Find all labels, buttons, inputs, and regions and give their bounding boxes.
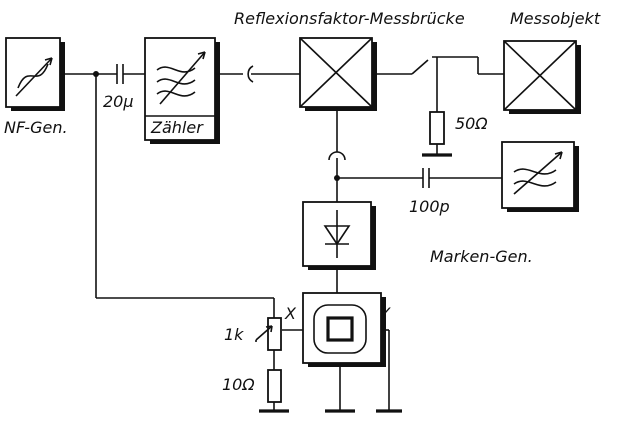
detector-block [302,201,376,270]
cap-100p-label: 100p [409,197,450,216]
counter-label: Zähler [150,118,204,137]
marker-gen-label: Marken-Gen. [430,247,533,266]
res-10-label: 10Ω [222,375,255,394]
nf-generator-block [5,37,65,111]
resistor-50ohm [429,111,445,145]
pot-1k-label: 1k [224,325,244,344]
coax-connector [247,65,254,83]
switch-blade [411,59,429,75]
marker-generator-block [501,141,579,212]
wiring [60,56,504,413]
cap-20u-label: 20µ [103,92,134,111]
oscilloscope-block [302,292,386,367]
x-input-label: X [284,304,297,323]
res-50-label: 50Ω [455,114,488,133]
potentiometer-1k [267,317,282,351]
nf-gen-label: NF-Gen. [4,118,68,137]
counter-block [144,37,220,144]
object-label: Messobjekt [510,9,601,28]
bridge-block [299,37,377,111]
coax-connector-2 [328,151,346,161]
y-input-label: Y [380,304,391,323]
bridge-label: Reflexionsfaktor-Messbrücke [234,9,465,28]
resistor-10ohm [267,369,282,403]
object-block [503,40,581,114]
